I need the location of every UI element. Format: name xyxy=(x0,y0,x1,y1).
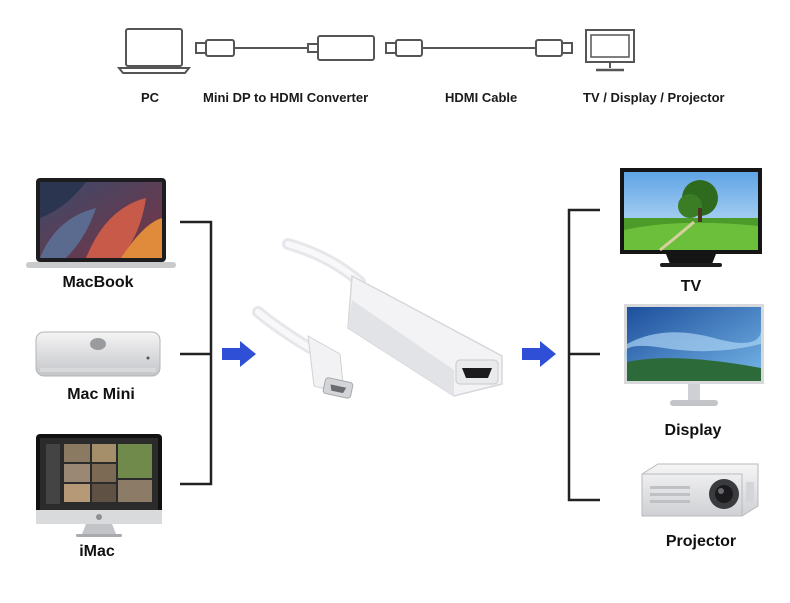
display-image xyxy=(624,304,764,406)
converter-label: Mini DP to HDMI Converter xyxy=(203,90,369,105)
imac-image xyxy=(36,434,162,537)
macbook-image xyxy=(26,178,176,268)
mac-mini-label: Mac Mini xyxy=(67,386,135,403)
imac-label: iMac xyxy=(79,543,115,560)
source-bracket xyxy=(180,220,213,486)
pc-label: PC xyxy=(141,90,160,105)
projector-image xyxy=(641,463,759,517)
mini-dp-converter-icon xyxy=(195,35,375,61)
macbook-label: MacBook xyxy=(62,274,134,291)
mac-mini-image xyxy=(35,331,161,377)
input-arrow-icon xyxy=(222,341,256,367)
tv-display-projector-label: TV / Display / Projector xyxy=(583,90,725,105)
tv-display-outline-icon xyxy=(585,29,635,72)
output-arrow-icon xyxy=(522,341,556,367)
output-bracket xyxy=(567,208,600,502)
tv-label: TV xyxy=(680,278,702,295)
projector-label: Projector xyxy=(665,533,737,550)
hdmi-cable-label: HDMI Cable xyxy=(445,90,518,105)
tv-image xyxy=(620,168,762,267)
display-label: Display xyxy=(664,422,722,439)
mini-dp-to-hdmi-adapter-image xyxy=(252,238,503,399)
pc-outline-icon xyxy=(116,28,192,74)
hdmi-cable-icon xyxy=(385,39,573,57)
